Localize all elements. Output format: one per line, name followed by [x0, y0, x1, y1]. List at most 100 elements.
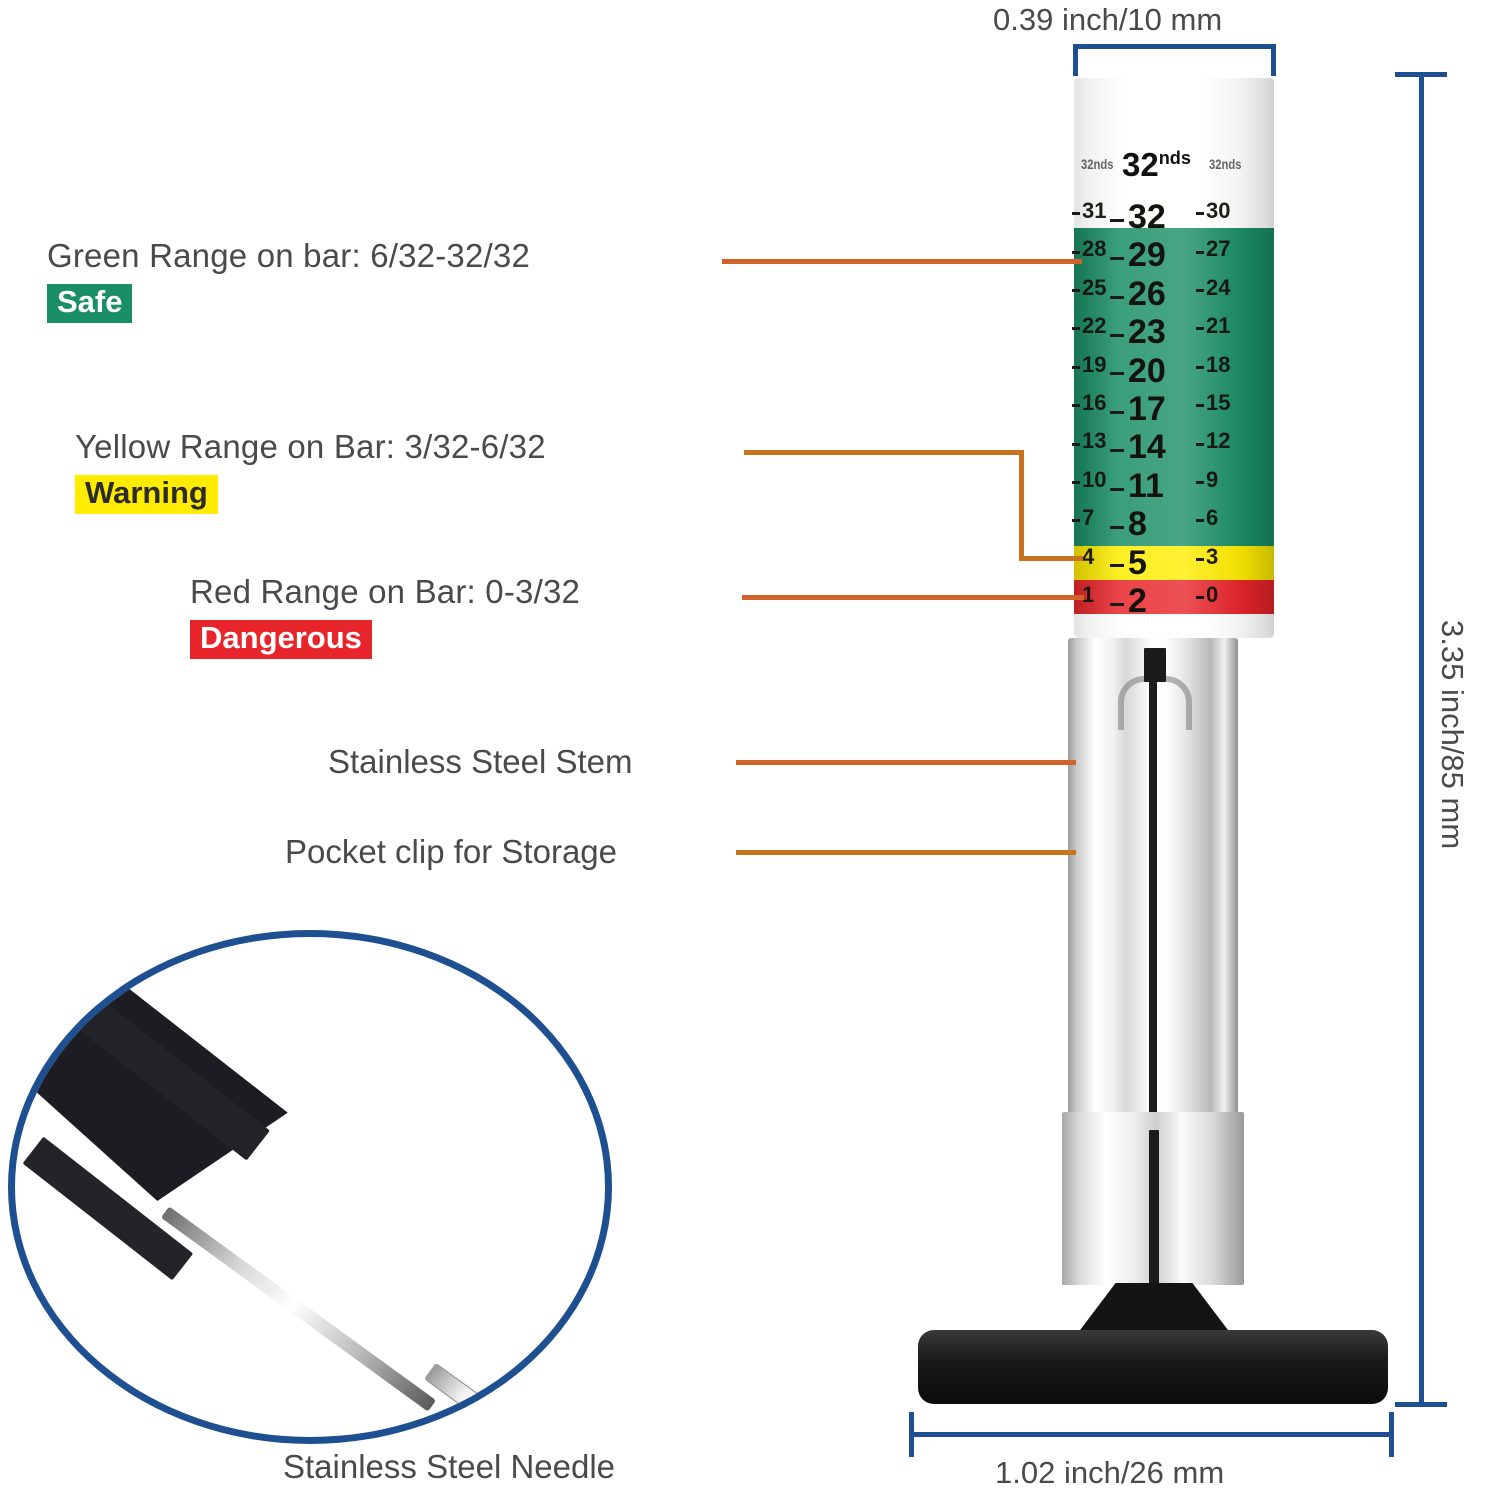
scale-number-left-25: 25 [1082, 274, 1107, 300]
scale-number-right-30: 30 [1206, 198, 1231, 223]
scale-number-center-29: 29 [1128, 236, 1166, 275]
scale-tick-left-31 [1072, 212, 1080, 216]
scale-number-center-8: 8 [1128, 505, 1147, 544]
gauge-header-side-right: 32nds [1209, 156, 1242, 172]
dimension-right-tick-bottom [1395, 1402, 1447, 1407]
dimension-right-line [1419, 72, 1424, 1407]
scale-number-center-14: 14 [1128, 428, 1166, 467]
scale-number-center-26: 26 [1128, 274, 1166, 313]
label-stainless-steel-needle: Stainless Steel Needle [283, 1448, 616, 1485]
scale-number-center-11: 11 [1128, 466, 1164, 505]
scale-tick-right-18 [1196, 365, 1204, 369]
label-pocket-clip: Pocket clip for Storage [285, 833, 617, 870]
gauge-base-foot [918, 1330, 1388, 1404]
leader-line-red [742, 595, 1084, 600]
gauge-collar-slot [1149, 1130, 1159, 1288]
leader-line-clip [736, 850, 1076, 855]
scale-number-center-2: 2 [1128, 582, 1147, 620]
scale-tick-right-3 [1196, 557, 1204, 561]
band-sheen-yellow [1074, 546, 1274, 580]
scale-tick-right-27 [1196, 250, 1204, 254]
dimension-bottom-tick-right [1389, 1412, 1394, 1457]
scale-tick-center-20 [1110, 372, 1124, 376]
gauge-header-suffix: nds [1158, 148, 1191, 168]
callout-green: Green Range on bar: 6/32-32/32 Safe [47, 237, 530, 323]
scale-tick-left-16 [1072, 404, 1080, 408]
scale-tick-right-9 [1196, 480, 1204, 484]
scale-number-right-3: 3 [1206, 543, 1219, 569]
scale-tick-left-22 [1072, 327, 1080, 331]
scale-number-left-16: 16 [1082, 390, 1107, 415]
scale-tick-center-29 [1110, 257, 1124, 261]
callout-green-title: Green Range on bar: 6/32-32/32 [47, 237, 531, 274]
leader-line-yellow-h2 [1019, 556, 1083, 561]
scale-tick-right-15 [1196, 404, 1204, 408]
scale-number-left-13: 13 [1082, 428, 1107, 454]
pocket-clip-blade [1149, 680, 1157, 1136]
scale-number-right-18: 18 [1206, 351, 1231, 377]
scale-tick-left-13 [1072, 442, 1080, 446]
scale-tick-left-25 [1072, 288, 1080, 292]
scale-tick-left-28 [1072, 250, 1080, 254]
scale-tick-left-7 [1072, 519, 1080, 523]
scale-number-left-31: 31 [1082, 198, 1107, 223]
needle-shaft [160, 1206, 437, 1412]
scale-tick-left-19 [1072, 365, 1080, 369]
scale-number-left-7: 7 [1082, 505, 1095, 531]
dimension-top-tick-right [1271, 44, 1276, 76]
scale-tick-center-17 [1110, 410, 1124, 414]
needle-tip [424, 1362, 516, 1437]
scale-number-right-6: 6 [1206, 505, 1219, 531]
dimension-bottom-line [909, 1432, 1394, 1437]
scale-tick-right-12 [1196, 442, 1204, 446]
scale-number-center-5: 5 [1128, 543, 1147, 582]
dimension-top-line [1073, 44, 1276, 49]
dimension-bottom-label: 1.02 inch/26 mm [995, 1455, 1225, 1490]
scale-number-left-4: 4 [1082, 543, 1095, 569]
scale-tick-right-24 [1196, 288, 1204, 292]
scale-number-left-22: 22 [1082, 313, 1107, 339]
scale-tick-center-11 [1110, 487, 1124, 491]
scale-number-right-12: 12 [1206, 428, 1231, 454]
pocket-clip-top [1144, 648, 1166, 682]
dimension-top-label: 0.39 inch/10 mm [993, 2, 1223, 37]
callout-red-badge: Dangerous [190, 620, 372, 659]
scale-number-center-32: 32 [1128, 198, 1166, 236]
scale-number-center-20: 20 [1128, 351, 1166, 390]
leader-line-green [722, 259, 1082, 264]
scale-tick-center-23 [1110, 333, 1124, 337]
gauge-header-32nds: 32nds [1122, 148, 1191, 181]
scale-tick-center-14 [1110, 449, 1124, 453]
scale-tick-center-5 [1110, 564, 1124, 568]
scale-tick-right-21 [1196, 327, 1204, 331]
gauge-tube-bottom-rim [1074, 614, 1274, 638]
callout-yellow-title: Yellow Range on Bar: 3/32-6/32 [75, 428, 546, 465]
scale-number-right-27: 27 [1206, 236, 1231, 262]
scale-number-right-9: 9 [1206, 466, 1219, 492]
scale-number-left-28: 28 [1082, 236, 1107, 262]
scale-number-right-24: 24 [1206, 274, 1231, 300]
scale-tick-center-32 [1110, 218, 1124, 222]
callout-red: Red Range on Bar: 0-3/32 Dangerous [190, 573, 580, 659]
scale-number-left-19: 19 [1082, 351, 1107, 377]
callout-green-badge: Safe [47, 284, 133, 323]
scale-number-right-15: 15 [1206, 390, 1231, 415]
scale-number-left-1: 1 [1082, 582, 1095, 607]
dimension-bottom-tick-left [909, 1412, 914, 1457]
callout-yellow-badge: Warning [75, 475, 218, 514]
dimension-top-tick-left [1073, 44, 1078, 76]
label-stainless-steel-stem: Stainless Steel Stem [328, 743, 633, 780]
gauge-clear-tube [1074, 78, 1274, 230]
callout-red-title: Red Range on Bar: 0-3/32 [190, 573, 581, 610]
scale-tick-right-6 [1196, 519, 1204, 523]
gauge-header-side-left: 32nds [1081, 156, 1114, 172]
scale-number-right-0: 0 [1206, 582, 1219, 607]
gauge-band-red [1074, 580, 1274, 614]
scale-number-center-23: 23 [1128, 313, 1166, 352]
scale-tick-center-8 [1110, 525, 1124, 529]
gauge-header-number: 32 [1122, 146, 1159, 183]
scale-number-left-10: 10 [1082, 466, 1107, 492]
callout-yellow: Yellow Range on Bar: 3/32-6/32 Warning [75, 428, 546, 514]
scale-tick-center-2 [1110, 602, 1124, 606]
